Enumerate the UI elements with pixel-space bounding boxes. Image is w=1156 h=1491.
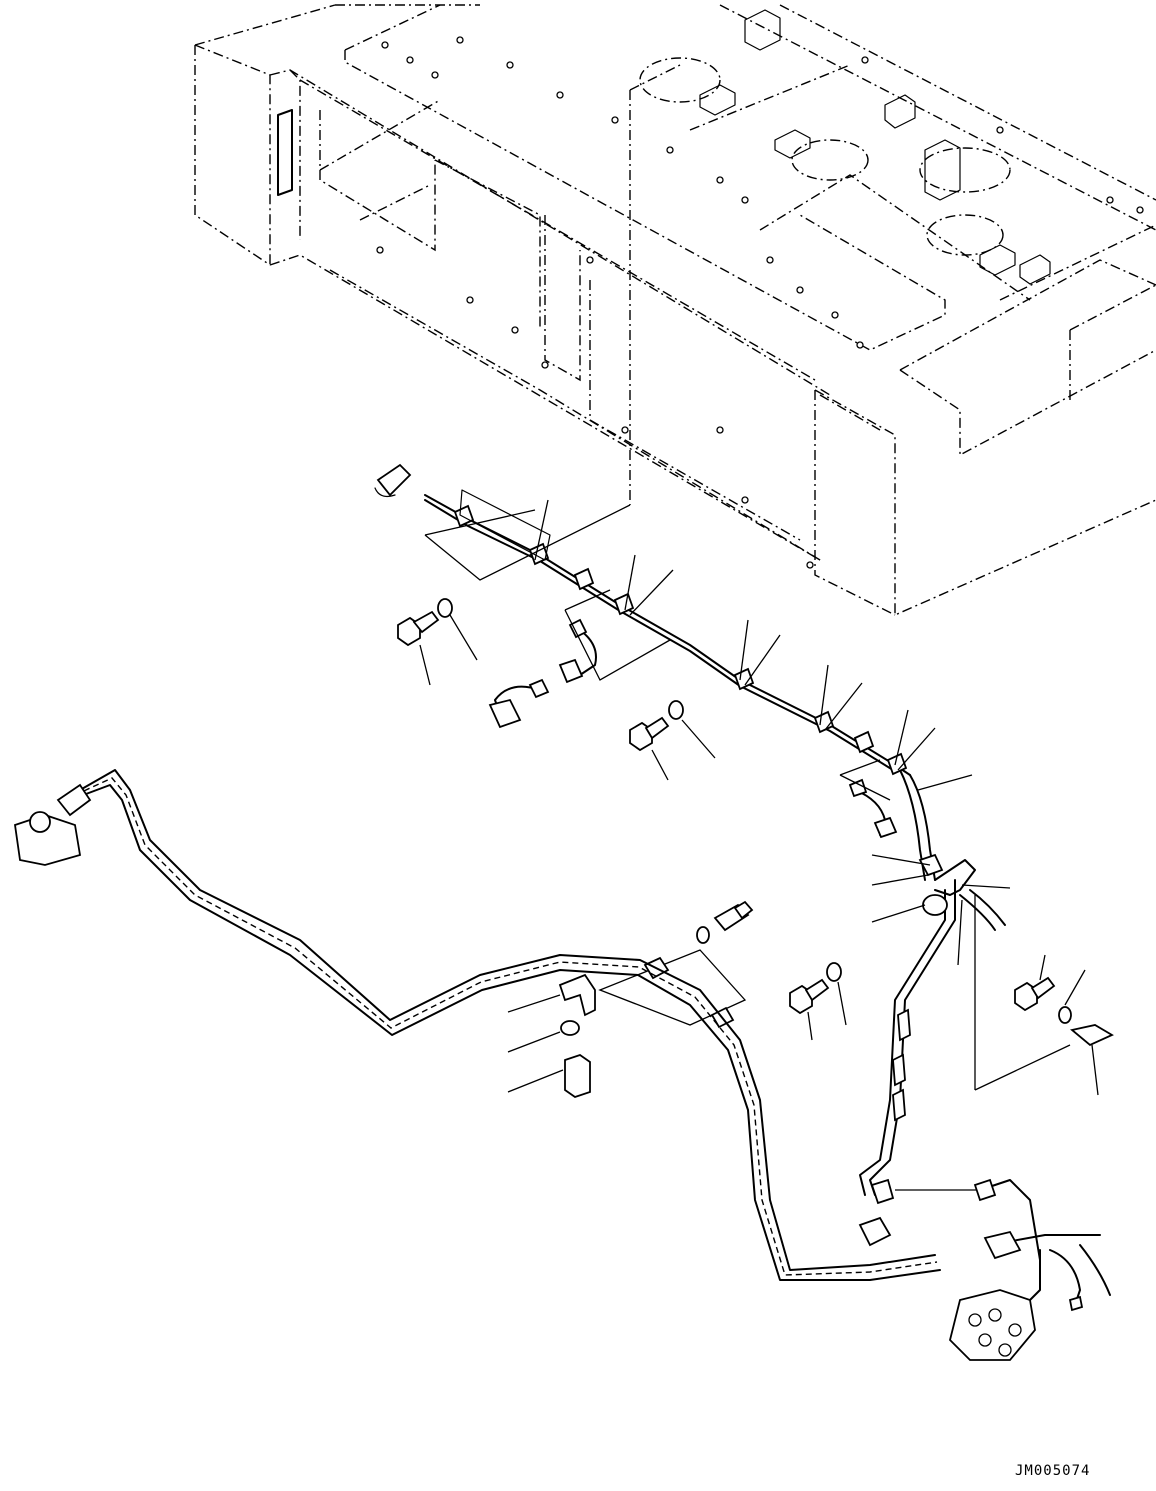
cable-lower xyxy=(14,769,941,1281)
bolt-set-2 xyxy=(629,700,716,781)
bolt-set-4 xyxy=(1014,954,1114,1096)
bolt-set-6 xyxy=(643,900,754,1029)
bolt-set-1 xyxy=(397,598,478,686)
bolt-set-5 xyxy=(507,973,596,1098)
wire-harness-upper xyxy=(374,463,936,881)
wire-harness-lower xyxy=(859,853,1111,1361)
drawing-code: JM005074 xyxy=(1015,1463,1090,1479)
frame-assembly xyxy=(194,4,1156,617)
sensor-connectors xyxy=(488,618,898,839)
leader-lines-base xyxy=(424,504,1071,1191)
leader-lines-items xyxy=(534,499,1011,966)
bolt-set-3 xyxy=(789,962,847,1041)
